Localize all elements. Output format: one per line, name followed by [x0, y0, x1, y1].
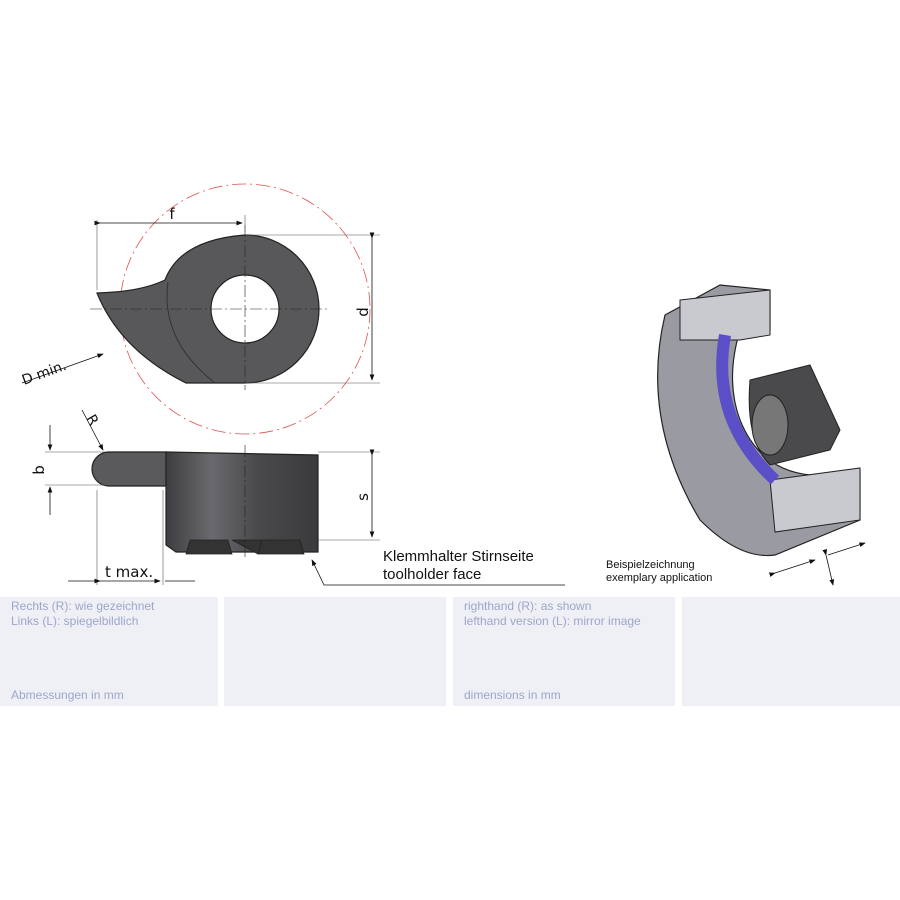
panel-footer: dimensions in mm	[464, 688, 561, 702]
toolholder-label-de: Klemmhalter Stirnseite	[383, 548, 534, 565]
panel-line2: lefthand version (L): mirror image	[464, 614, 641, 628]
info-panel-empty-1	[224, 597, 446, 706]
toolholder-label-en: toolholder face	[383, 566, 482, 583]
example-label-de: Beispielzeichnung	[606, 559, 695, 571]
insert-top-view	[21, 183, 380, 435]
dim-b-label: b	[30, 465, 48, 475]
dim-s-label: s	[354, 493, 372, 501]
info-panel-en: righthand (R): as shown lefthand version…	[453, 597, 675, 706]
panel-line2: Links (L): spiegelbildlich	[11, 614, 139, 628]
technical-drawing: f d D min. R b s t max.	[20, 183, 866, 586]
example-label-en: exemplary application	[606, 572, 713, 584]
info-panel-empty-2	[682, 597, 900, 706]
dim-f-label: f	[169, 205, 175, 223]
dim-tmax-label: t max.	[105, 563, 153, 581]
dim-r-label: R	[83, 412, 102, 429]
panel-line1: righthand (R): as shown	[464, 599, 592, 613]
toolholder-label: Klemmhalter Stirnseite toolholder face	[383, 548, 534, 584]
example-application-drawing	[657, 284, 866, 586]
info-panel-de: Rechts (R): wie gezeichnet Links (L): sp…	[0, 597, 218, 706]
dim-d-label: d	[354, 307, 372, 317]
panel-line1: Rechts (R): wie gezeichnet	[11, 599, 155, 613]
example-label: Beispielzeichnung exemplary application	[606, 559, 712, 585]
dim-dmin-label: D min.	[20, 358, 69, 389]
insert-side-view	[45, 409, 565, 586]
panel-footer: Abmessungen in mm	[11, 688, 124, 702]
